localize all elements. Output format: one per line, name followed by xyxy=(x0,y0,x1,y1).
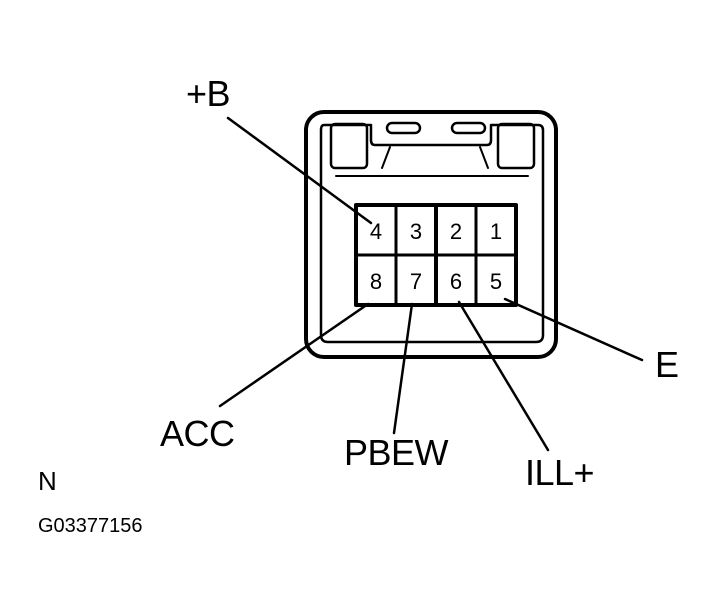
label-e: E xyxy=(655,344,679,385)
pin-7: 7 xyxy=(410,269,422,294)
pin-3: 3 xyxy=(410,219,422,244)
figure-id: G03377156 xyxy=(38,515,143,537)
label-ill-plus: ILL+ xyxy=(525,452,595,493)
pin-5: 5 xyxy=(490,269,502,294)
view-code: N xyxy=(38,466,57,496)
locking-tab-right xyxy=(496,122,536,170)
label-acc: ACC xyxy=(160,413,235,454)
pin-1: 1 xyxy=(490,219,502,244)
leader-acc xyxy=(218,302,370,408)
label-plus-b: +B xyxy=(186,73,231,114)
pin-2: 2 xyxy=(450,219,462,244)
pin-6: 6 xyxy=(450,269,462,294)
leader-plus-b xyxy=(226,116,373,225)
leader-pbew xyxy=(392,302,414,435)
label-pbew: PBEW xyxy=(344,432,449,473)
key-slot-right xyxy=(450,121,487,135)
connector-housing-outer xyxy=(304,110,558,359)
locking-tab-left xyxy=(329,122,369,170)
cavity-recess-line xyxy=(335,146,529,177)
key-slot-left xyxy=(385,121,422,135)
leader-e xyxy=(503,297,644,362)
pin-4: 4 xyxy=(370,219,382,244)
leader-ill-plus xyxy=(457,300,550,452)
pin-8: 8 xyxy=(370,269,382,294)
